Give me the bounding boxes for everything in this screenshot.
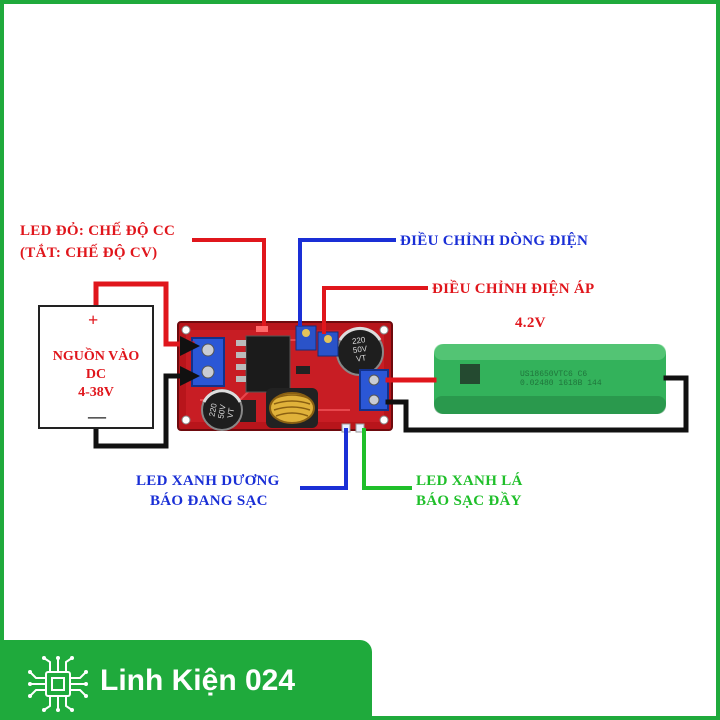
led-green-label-line2: BÁO SẠC ĐẦY [416, 493, 522, 509]
wires [93, 281, 689, 449]
led-red-label-line2: (TẮT: CHẾ ĐỘ CV) [20, 245, 158, 261]
battery-print: US18650VTC6 C6 0.02480 1618B 144 [520, 370, 602, 388]
brand-footer [0, 640, 372, 720]
source-label-line3: 4-38V [78, 385, 114, 400]
battery-print-line2: 0.02480 1618B 144 [520, 379, 602, 388]
capacitor-2-text: 220 50V VT [206, 393, 238, 429]
plus-symbol: + [88, 310, 99, 330]
led-green-label-line1: LED XANH LÁ [416, 473, 523, 489]
led-blue-label-line2: BÁO ĐANG SẠC [150, 493, 268, 509]
voltage-value-label: 4.2V [515, 315, 546, 331]
dc-source-box [38, 305, 154, 429]
led-blue-label-line1: LED XANH DƯƠNG [136, 473, 280, 489]
adjust-voltage-label: ĐIỀU CHỈNH ĐIỆN ÁP [432, 281, 595, 297]
minus-symbol: — [88, 406, 106, 426]
pcb-module [177, 321, 393, 433]
adjust-current-label: ĐIỀU CHỈNH DÒNG ĐIỆN [400, 233, 589, 249]
arrow-plus-icon [180, 336, 200, 356]
battery-print-line1: US18650VTC6 C6 [520, 370, 588, 379]
battery-18650 [434, 344, 666, 414]
capacitor-1-text: 220 50V VT [344, 334, 375, 365]
source-label-line2: DC [85, 367, 107, 382]
brand-name: Linh Kiện 024 [100, 664, 296, 697]
callout-lines [192, 238, 428, 490]
led-red-label-line1: LED ĐỎ: CHẾ ĐỘ CC [20, 223, 176, 239]
arrow-minus-icon [180, 366, 200, 386]
source-label-line1: NGUỒN VÀO [52, 349, 140, 364]
chip-logo-icon [28, 656, 88, 712]
